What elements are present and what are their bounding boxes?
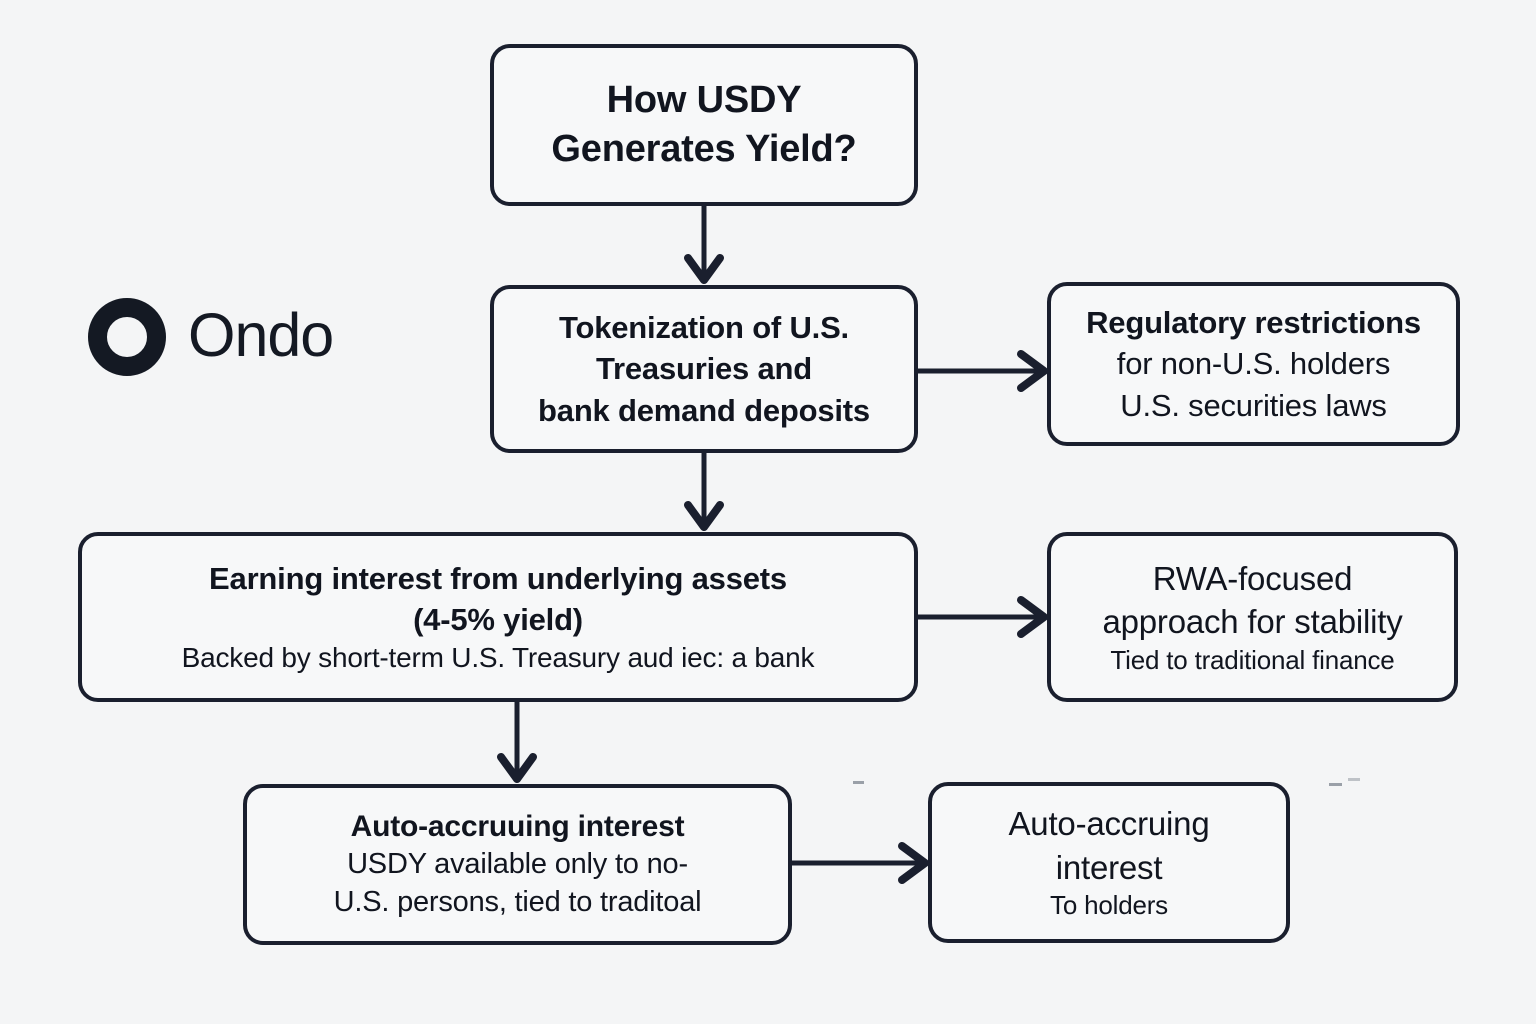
node-auto-left-line-3: U.S. persons, tied to traditoal	[333, 886, 702, 918]
node-rwa[interactable]: RWA-focused approach for stability Tied …	[1047, 532, 1458, 702]
node-auto-accruuing-interest[interactable]: Auto-accruuing interest USDY available o…	[243, 784, 792, 945]
stray-mark-artifact	[1329, 783, 1342, 786]
node-tokenization-line-3: bank demand deposits	[538, 392, 870, 428]
stray-mark-artifact	[853, 781, 864, 784]
node-title[interactable]: How USDY Generates Yield?	[490, 44, 918, 206]
node-earning-line-1: Earning interest from underlying assets	[209, 560, 787, 596]
node-rwa-line-2: approach for stability	[1102, 603, 1403, 641]
node-auto-accruing-interest-holders[interactable]: Auto-accruing interest To holders	[928, 782, 1290, 943]
node-regulatory-line-3: U.S. securities laws	[1120, 387, 1387, 423]
node-auto-right-line-2: interest	[1055, 848, 1163, 886]
node-auto-left-line-1: Auto-accruuing interest	[350, 810, 685, 844]
node-rwa-line-1: RWA-focused	[1152, 559, 1353, 597]
edge-earning-to-rwa	[918, 596, 1048, 638]
edge-auto-left-to-auto-right	[792, 842, 929, 884]
edge-tokenization-to-regulatory	[918, 350, 1048, 392]
node-earning[interactable]: Earning interest from underlying assets …	[78, 532, 918, 702]
edge-title-to-tokenization	[684, 206, 724, 284]
node-regulatory[interactable]: Regulatory restrictions for non-U.S. hol…	[1047, 282, 1460, 446]
node-earning-line-2: (4-5% yield)	[413, 601, 583, 637]
node-regulatory-line-1: Regulatory restrictions	[1086, 305, 1421, 341]
edge-earning-to-auto-left	[497, 702, 537, 783]
ring-logo-icon	[88, 298, 166, 376]
node-rwa-line-3: Tied to traditional finance	[1110, 644, 1395, 675]
edge-tokenization-to-earning	[684, 453, 724, 531]
ondo-logo: Ondo	[88, 298, 334, 376]
node-auto-left-line-2: USDY available only to no-	[347, 848, 688, 881]
node-tokenization-line-1: Tokenization of U.S.	[559, 310, 849, 346]
node-title-line-2: Generates Yield?	[551, 128, 857, 170]
node-regulatory-line-2: for non-U.S. holders	[1116, 346, 1391, 382]
stray-mark-artifact	[1348, 778, 1360, 781]
node-tokenization-line-2: Treasuries and	[595, 351, 813, 387]
ondo-wordmark: Ondo	[188, 300, 334, 369]
node-tokenization[interactable]: Tokenization of U.S. Treasuries and bank…	[490, 285, 918, 453]
node-auto-right-line-1: Auto-accruing	[1008, 805, 1210, 843]
node-title-line-1: How USDY	[606, 78, 802, 121]
node-auto-right-line-3: To holders	[1050, 890, 1168, 921]
node-earning-line-3: Backed by short-term U.S. Treasury aud i…	[181, 642, 815, 674]
